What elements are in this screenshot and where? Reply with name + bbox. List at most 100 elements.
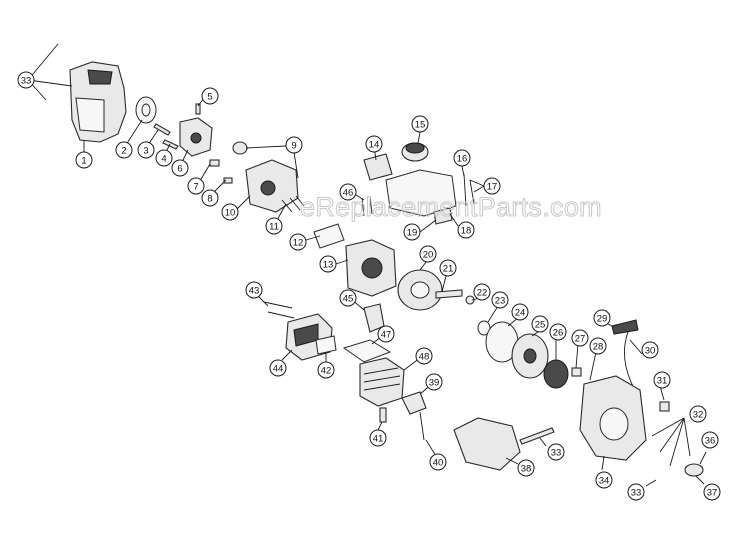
callout-10: 10 xyxy=(221,203,239,221)
svg-text:45: 45 xyxy=(343,294,354,305)
svg-text:18: 18 xyxy=(461,226,472,237)
part-gasket-47 xyxy=(342,339,392,363)
callout-42: 42 xyxy=(317,361,335,379)
callout-36: 36 xyxy=(701,431,719,449)
svg-text:38: 38 xyxy=(521,464,532,475)
svg-text:12: 12 xyxy=(293,238,304,249)
svg-text:31: 31 xyxy=(657,376,668,387)
svg-text:33: 33 xyxy=(631,488,642,499)
callout-15: 15 xyxy=(411,115,429,133)
svg-text:21: 21 xyxy=(443,264,454,275)
part-31 xyxy=(659,401,670,412)
callout-4: 4 xyxy=(155,149,173,167)
part-gasket-12 xyxy=(313,223,345,249)
svg-text:14: 14 xyxy=(369,140,380,151)
callout-23: 23 xyxy=(491,291,509,309)
callout-19: 19 xyxy=(403,223,421,241)
svg-text:7: 7 xyxy=(193,182,198,193)
part-carburetor-bore xyxy=(260,180,276,196)
callout-11: 11 xyxy=(265,217,283,235)
part-gasket-42 xyxy=(315,335,337,355)
svg-text:13: 13 xyxy=(323,260,334,271)
part-pulley-hub xyxy=(523,348,537,364)
part-nut-22 xyxy=(465,295,475,305)
part-handle-29 xyxy=(611,319,639,335)
svg-text:30: 30 xyxy=(645,346,656,357)
callout-29: 29 xyxy=(593,309,611,327)
callout-44: 44 xyxy=(269,359,287,377)
callout-14: 14 xyxy=(365,135,383,153)
callout-48: 48 xyxy=(415,347,433,365)
svg-text:4: 4 xyxy=(161,154,166,165)
callout-40: 40 xyxy=(429,453,447,471)
callout-3: 3 xyxy=(137,141,155,159)
callout-21: 21 xyxy=(439,259,457,277)
callout-32: 32 xyxy=(689,405,707,423)
svg-text:37: 37 xyxy=(707,488,718,499)
callout-33-top: 33 xyxy=(17,71,35,89)
callout-26: 26 xyxy=(549,323,567,341)
callout-12: 12 xyxy=(289,233,307,251)
callout-34: 34 xyxy=(595,471,613,489)
svg-text:42: 42 xyxy=(321,366,332,377)
part-ignition-wire xyxy=(419,411,425,441)
part-bar-33 xyxy=(519,427,555,445)
parts-layer xyxy=(69,61,704,477)
part-spark-plug xyxy=(379,407,387,423)
svg-text:26: 26 xyxy=(553,328,564,339)
svg-text:2: 2 xyxy=(121,146,126,157)
callout-17: 17 xyxy=(483,177,501,195)
callout-31: 31 xyxy=(653,371,671,389)
callout-38: 38 xyxy=(517,459,535,477)
callout-18: 18 xyxy=(457,221,475,239)
part-plate-hole xyxy=(190,132,202,144)
callout-37: 37 xyxy=(703,483,721,501)
callout-7: 7 xyxy=(187,177,205,195)
part-bolts-43 xyxy=(263,301,295,319)
svg-text:33: 33 xyxy=(21,76,32,87)
part-crankcase-bore xyxy=(361,257,383,279)
svg-text:36: 36 xyxy=(705,436,716,447)
callout-24: 24 xyxy=(511,303,529,321)
callout-2: 2 xyxy=(115,141,133,159)
callout-45: 45 xyxy=(339,289,357,307)
svg-text:1: 1 xyxy=(81,156,86,167)
callout-25: 25 xyxy=(531,315,549,333)
svg-text:40: 40 xyxy=(433,458,444,469)
part-pawl-27 xyxy=(571,367,582,377)
svg-text:47: 47 xyxy=(381,330,392,341)
svg-text:28: 28 xyxy=(593,342,604,353)
part-spring xyxy=(543,359,569,389)
leader-lines xyxy=(27,43,707,487)
svg-text:25: 25 xyxy=(535,320,546,331)
callout-6: 6 xyxy=(171,159,189,177)
part-screw-5 xyxy=(195,103,201,115)
part-shroud xyxy=(453,417,521,471)
part-screws-11 xyxy=(281,195,305,213)
svg-text:15: 15 xyxy=(415,120,426,131)
svg-text:16: 16 xyxy=(457,154,468,165)
callout-20: 20 xyxy=(419,245,437,263)
svg-text:33: 33 xyxy=(551,448,562,459)
callout-13: 13 xyxy=(319,255,337,273)
callout-30: 30 xyxy=(641,341,659,359)
part-bit-7 xyxy=(209,159,220,167)
part-shaft-21 xyxy=(435,289,463,299)
part-pin-3 xyxy=(153,123,171,136)
part-washer-hole xyxy=(141,103,151,117)
callout-46: 46 xyxy=(339,183,357,201)
svg-text:5: 5 xyxy=(207,92,212,103)
part-cylinder-fins xyxy=(363,367,401,391)
svg-text:23: 23 xyxy=(495,296,506,307)
part-pin-4 xyxy=(162,139,179,150)
part-fuel-line xyxy=(463,173,475,207)
svg-text:24: 24 xyxy=(515,308,526,319)
part-clamp-36 xyxy=(684,463,704,477)
svg-text:43: 43 xyxy=(249,286,260,297)
callout-33-bottom: 33 xyxy=(627,483,645,501)
part-engine-cover-vent xyxy=(75,97,105,133)
part-fuel-tank xyxy=(385,169,457,217)
callout-22: 22 xyxy=(473,283,491,301)
svg-text:44: 44 xyxy=(273,364,284,375)
